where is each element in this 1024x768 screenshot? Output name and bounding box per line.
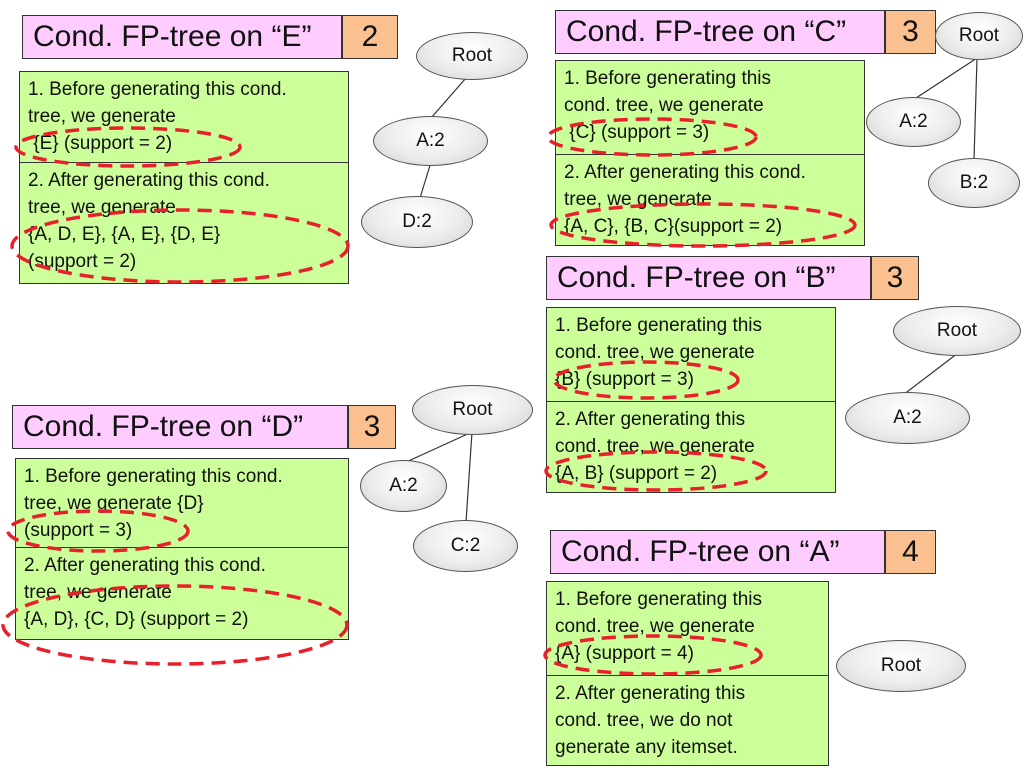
panel-d-after-box: 2. After generating this cond. tree, we … (15, 547, 349, 640)
panel-c-title: Cond. FP-tree on “C” (555, 10, 885, 54)
panel-c-after-box: 2. After generating this cond. tree, we … (555, 154, 865, 246)
tree-b-node-root: Root (893, 306, 1021, 356)
tree-b-node-a: A:2 (845, 392, 970, 444)
panel-e-after-box: 2. After generating this cond. tree, we … (19, 162, 349, 284)
tree-d-edge-root-a (403, 431, 473, 464)
panel-d-number: 3 (348, 405, 396, 449)
tree-e-edge-root-a (430, 77, 467, 119)
panel-a-number: 4 (885, 530, 936, 574)
panel-e-title: Cond. FP-tree on “E” (22, 15, 342, 59)
tree-c-edge-root-a (912, 57, 978, 101)
panel-b-before-box: 1. Before generating this cond. tree, we… (546, 307, 836, 402)
tree-d-node-root: Root (412, 385, 533, 435)
tree-e-edge-a-d (419, 161, 432, 199)
tree-c-node-root: Root (935, 12, 1023, 60)
panel-b-after-box: 2. After generating this cond. tree, we … (546, 401, 836, 493)
tree-d-node-c: C:2 (413, 520, 518, 572)
tree-b-edge-root-a (902, 352, 959, 396)
tree-e-node-root: Root (416, 32, 528, 80)
panel-b-title: Cond. FP-tree on “B” (546, 256, 871, 300)
tree-d-node-a: A:2 (360, 460, 447, 512)
panel-d-title: Cond. FP-tree on “D” (12, 405, 348, 449)
panel-b-number: 3 (871, 256, 919, 300)
tree-e-node-d: D:2 (361, 196, 473, 248)
panel-c-before-box: 1. Before generating this cond. tree, we… (555, 60, 865, 155)
panel-e-before-box: 1. Before generating this cond. tree, we… (19, 71, 349, 163)
tree-e-node-a: A:2 (373, 116, 488, 166)
panel-a-after-box: 2. After generating this cond. tree, we … (546, 675, 829, 766)
tree-c-node-a: A:2 (866, 97, 961, 147)
tree-d-edge-root-c (465, 431, 473, 523)
panel-a-title: Cond. FP-tree on “A” (550, 530, 885, 574)
panel-a-before-box: 1. Before generating this cond. tree, we… (546, 581, 829, 676)
panel-e-number: 2 (342, 15, 398, 59)
panel-d-before-box: 1. Before generating this cond. tree, we… (15, 458, 349, 548)
panel-c-number: 3 (885, 10, 936, 54)
tree-a-node-root: Root (836, 640, 966, 692)
tree-c-edge-root-b (973, 57, 978, 161)
tree-c-node-b: B:2 (928, 158, 1020, 208)
